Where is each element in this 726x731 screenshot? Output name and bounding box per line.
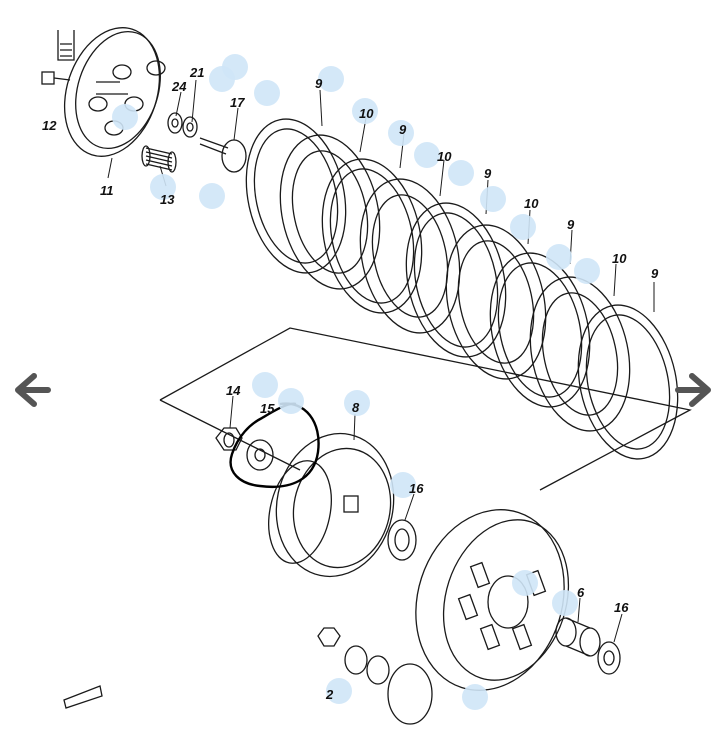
chevron-left-icon [15, 373, 51, 407]
bolt-part [41, 71, 71, 85]
hotspot-marker[interactable] [344, 390, 370, 416]
part-label-9: 9 [315, 76, 323, 91]
chevron-right-icon [675, 373, 711, 407]
hotspot-marker[interactable] [112, 104, 138, 130]
part-label-13: 13 [160, 192, 175, 207]
part-label-8: 8 [352, 400, 360, 415]
pressure-plate-part [63, 27, 166, 157]
hotspot-marker[interactable] [574, 258, 600, 284]
part-label-9: 9 [651, 266, 659, 281]
assembly-outline [159, 327, 692, 491]
next-image-button[interactable] [674, 368, 718, 412]
hotspot-marker[interactable] [326, 678, 352, 704]
part-label-24: 24 [172, 79, 187, 94]
hotspot-marker[interactable] [352, 98, 378, 124]
hotspot-marker[interactable] [414, 142, 440, 168]
hotspot-marker[interactable] [390, 472, 416, 498]
clutch-bolt-part [199, 137, 247, 173]
part-label-9: 9 [484, 166, 492, 181]
part-label-10: 10 [612, 251, 627, 266]
previous-image-button[interactable] [8, 368, 52, 412]
hotspot-marker[interactable] [462, 684, 488, 710]
part-label-9: 9 [567, 217, 575, 232]
clutch-hub-part [268, 432, 395, 578]
hotspot-marker[interactable] [388, 120, 414, 146]
part-label-16: 16 [614, 600, 629, 615]
hotspot-marker[interactable] [278, 388, 304, 414]
hotspot-marker[interactable] [552, 590, 578, 616]
part-label-10: 10 [524, 196, 539, 211]
part-label-10: 10 [359, 106, 374, 121]
hotspot-marker[interactable] [546, 244, 572, 270]
lock-washer-part [246, 439, 274, 471]
annotation-circle [229, 402, 320, 488]
part-label-16: 16 [409, 481, 424, 496]
hotspot-marker[interactable] [199, 183, 225, 209]
part-label-12: 12 [42, 118, 57, 133]
part-label-9: 9 [399, 122, 407, 137]
part-label-15: 15 [260, 401, 275, 416]
hotspot-marker[interactable] [209, 66, 235, 92]
hotspot-marker[interactable] [448, 160, 474, 186]
part-label-2: 2 [326, 687, 334, 702]
friction-plates-stack [245, 118, 679, 460]
part-label-6: 6 [577, 585, 585, 600]
part-label-14: 14 [226, 383, 241, 398]
spring-part [141, 145, 177, 173]
hotspot-marker[interactable] [254, 80, 280, 106]
hotspot-marker[interactable] [252, 372, 278, 398]
thrust-washer-part-2 [597, 641, 621, 675]
thrust-washer-part [387, 519, 417, 561]
small-parts-bottom [317, 627, 433, 725]
hotspot-marker[interactable] [512, 570, 538, 596]
part-label-11: 11 [100, 183, 114, 198]
washer-part [167, 112, 198, 138]
hotspot-marker[interactable] [480, 186, 506, 212]
hotspot-marker[interactable] [510, 214, 536, 240]
spacer-part [555, 617, 601, 657]
shaft-part [57, 30, 75, 61]
part-label-21: 21 [190, 65, 205, 80]
nut-part [215, 427, 243, 451]
part-label-10: 10 [437, 149, 452, 164]
hotspot-marker[interactable] [318, 66, 344, 92]
hotspot-marker[interactable] [150, 174, 176, 200]
corner-mark [63, 685, 103, 709]
part-label-17: 17 [230, 95, 245, 110]
